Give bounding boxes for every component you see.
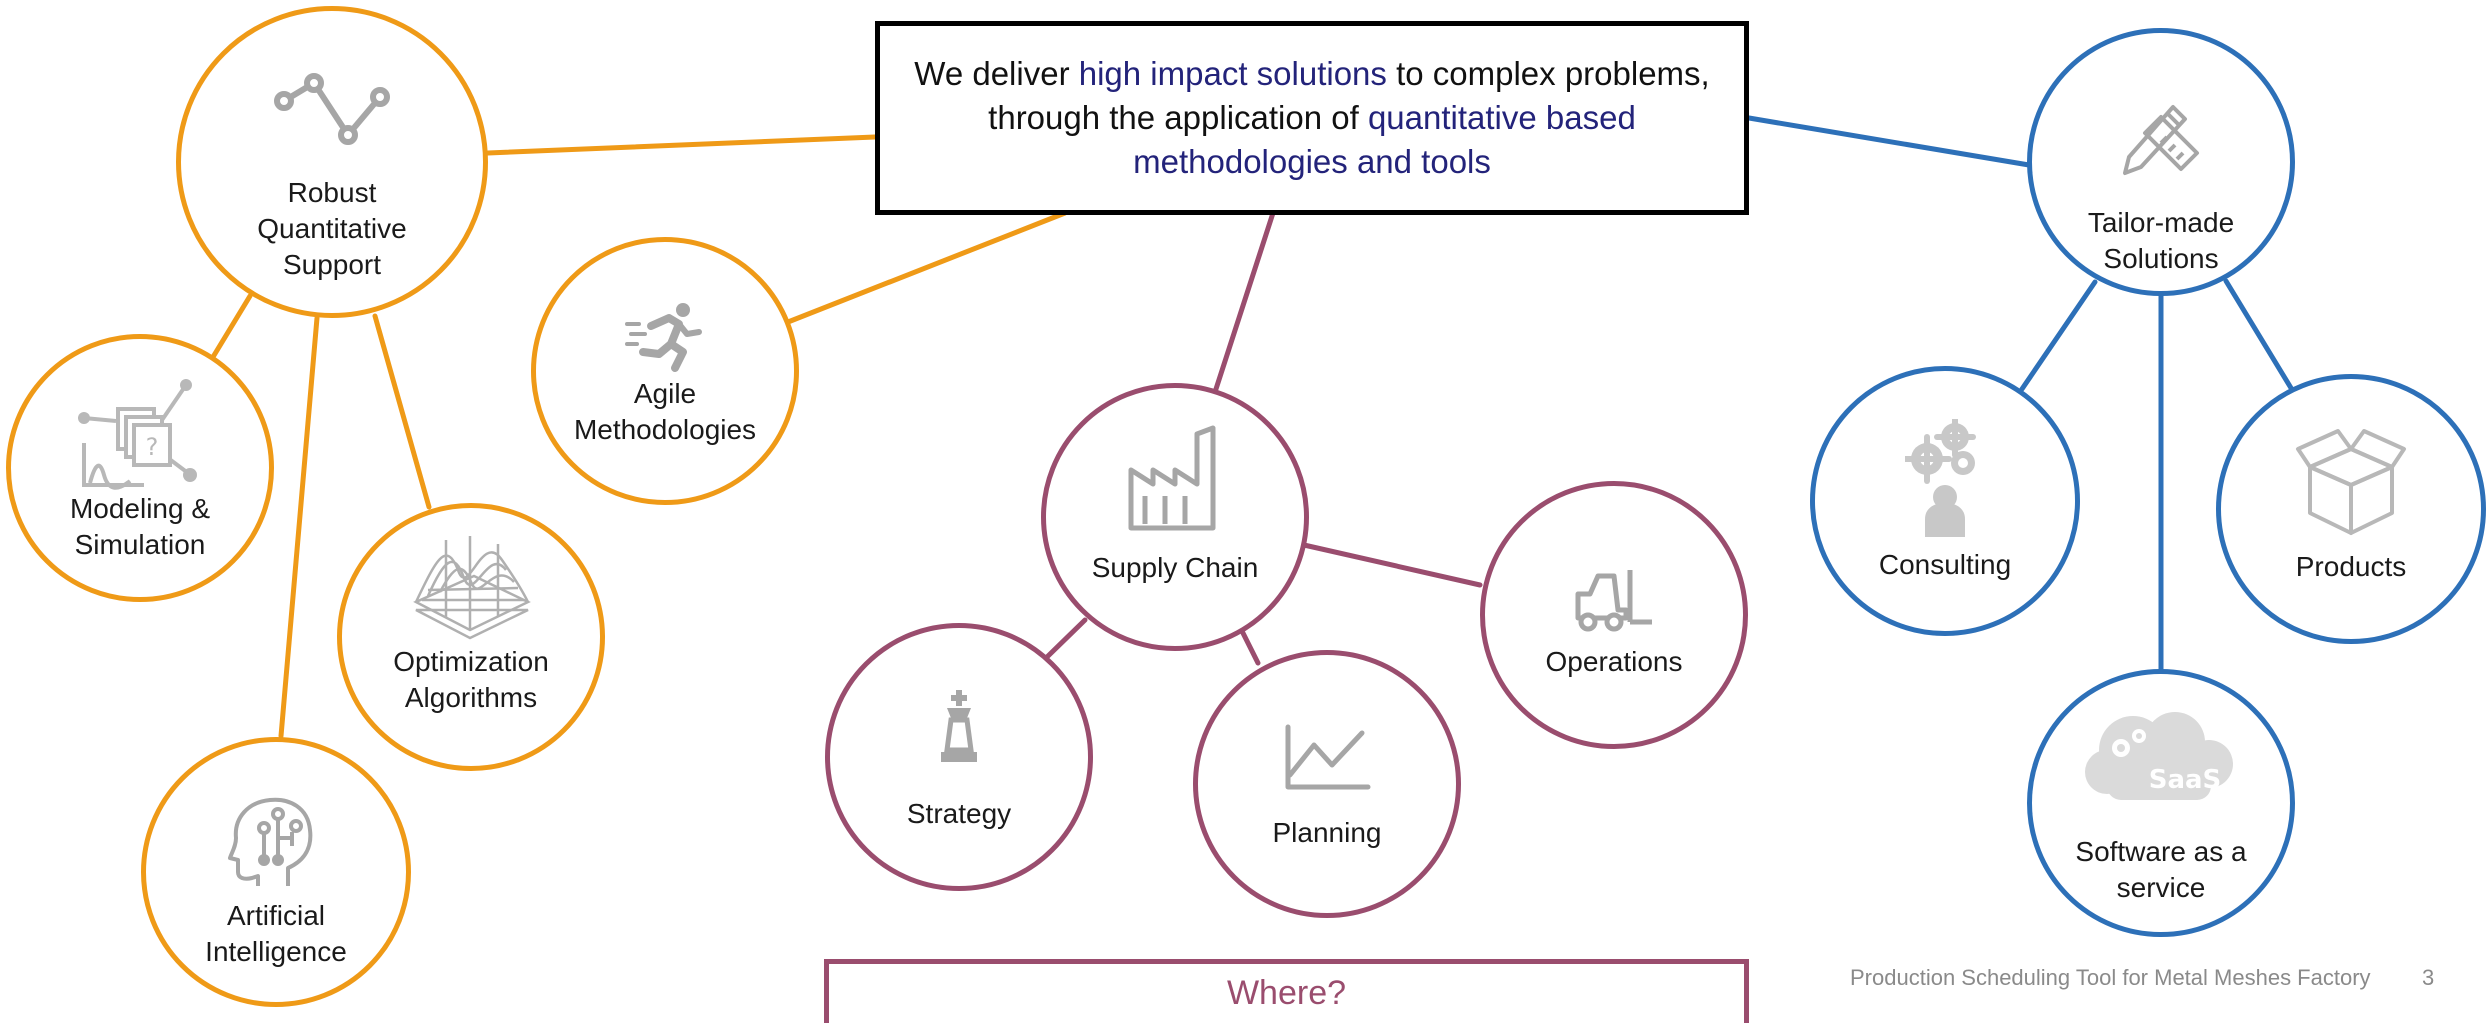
connector-headline-agile (785, 210, 1068, 325)
connector-quantitative-modeling (210, 293, 253, 360)
node-label: Agile Methodologies (573, 378, 757, 445)
line-graph-icon (274, 73, 390, 145)
node-operations: Operations (1480, 481, 1748, 749)
node-label: Operations (1545, 646, 1683, 677)
node-strategy: Strategy (825, 623, 1093, 891)
node-label: Consulting (1878, 549, 2012, 580)
headline-highlight-methodologies: quantitative based methodologies and too… (1133, 99, 1636, 180)
chess-king-icon (941, 690, 977, 762)
node-label: Tailor-made Solutions (2087, 207, 2235, 274)
ai-brain-icon (228, 797, 313, 886)
node-tailor-made-solutions: Tailor-made Solutions (2027, 28, 2295, 296)
node-planning: Planning (1193, 650, 1461, 918)
connector-supply-chain-strategy (1044, 617, 1088, 660)
node-software-as-a-service: SaaS Software as a service (2027, 669, 2295, 937)
node-artificial-intelligence: Artificial Intelligence (141, 737, 411, 1007)
node-label: Supply Chain (1091, 552, 1259, 583)
footer-title: Production Scheduling Tool for Metal Mes… (1850, 965, 2371, 990)
running-person-icon (625, 303, 702, 372)
node-consulting: Consulting (1810, 366, 2080, 636)
headline-text: We deliver high impact solutions to comp… (900, 52, 1724, 184)
node-label: Software as a service (2075, 836, 2247, 903)
connector-tailor-made-products (2223, 278, 2294, 391)
node-optimization-algorithms: Optimization Algorithms (337, 503, 605, 771)
headline-part1: We deliver (914, 55, 1079, 92)
factory-icon (1128, 425, 1216, 531)
node-robust-quantitative-support: Robust Quantitative Support (176, 6, 488, 318)
node-supply-chain: Supply Chain (1041, 383, 1309, 651)
connector-headline-quantitative (485, 134, 878, 156)
node-label: Strategy (906, 798, 1012, 829)
trend-chart-icon (1285, 724, 1371, 790)
headline-part2: to complex problems, through the applica… (988, 55, 1710, 136)
headline-box: We deliver high impact solutions to comp… (875, 21, 1749, 215)
connector-supply-chain-operations (1301, 542, 1483, 588)
page-number: 3 (2422, 965, 2435, 990)
saas-cloud-text: SaaS (2149, 765, 2222, 795)
where-box: Where? (824, 959, 1749, 1023)
connector-quantitative-ai (278, 315, 320, 739)
connector-quantitative-optimization (372, 313, 432, 510)
node-label: Robust Quantitative Support (257, 177, 407, 280)
connector-supply-chain-planning (1240, 630, 1261, 666)
where-label: Where? (1226, 974, 1347, 1012)
node-label: Products (2295, 551, 2407, 582)
connector-headline-tailor-made (1746, 115, 2032, 168)
connector-tailor-made-consulting (2019, 279, 2098, 392)
consultant-gears-icon (1905, 419, 1976, 537)
simulation-icon: ? (78, 379, 197, 490)
headline-highlight-impact: high impact solutions (1078, 55, 1387, 92)
connector-headline-supply-chain (1213, 210, 1276, 392)
simulation-question-mark: ? (146, 433, 159, 461)
surface-plot-icon (413, 536, 531, 640)
node-modeling-simulation: ? Modeling & Simulation (6, 334, 274, 602)
node-label: Modeling & Simulation (69, 493, 211, 560)
box-icon (2296, 429, 2406, 535)
node-label: Artificial Intelligence (205, 900, 347, 967)
pencil-ruler-icon (2123, 105, 2199, 175)
node-products: Products (2216, 374, 2486, 644)
node-agile-methodologies: Agile Methodologies (531, 237, 799, 505)
node-label: Planning (1272, 817, 1382, 848)
forklift-icon (1575, 570, 1652, 632)
node-label: Optimization Algorithms (393, 646, 549, 713)
saas-cloud-icon: SaaS (2085, 712, 2233, 800)
